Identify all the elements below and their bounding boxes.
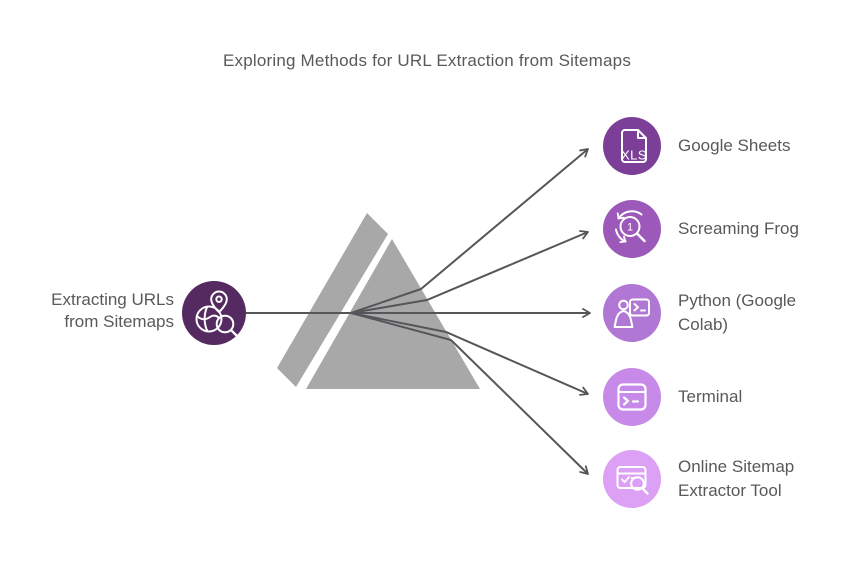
method-label-online-extractor: Online Sitemap Extractor Tool bbox=[678, 457, 795, 500]
screaming-frog-circle: 1 bbox=[603, 200, 661, 258]
method-label-terminal: Terminal bbox=[678, 387, 743, 406]
svg-text:XLS: XLS bbox=[621, 148, 647, 163]
method-row-terminal: Terminal bbox=[603, 368, 830, 426]
method-label-python-colab: Python (Google Colab) bbox=[678, 291, 797, 334]
terminal-window-icon bbox=[617, 383, 647, 411]
ray-to-terminal bbox=[350, 312, 589, 396]
method-label-screaming-frog: Screaming Frog bbox=[678, 219, 799, 238]
prism bbox=[277, 213, 480, 389]
crawl-refresh-icon: 1 bbox=[615, 210, 646, 243]
source-circle bbox=[182, 281, 246, 345]
browser-search-icon bbox=[616, 466, 649, 495]
method-row-google-sheets: XLS Google Sheets bbox=[603, 117, 830, 175]
presenter-code-icon bbox=[613, 298, 650, 328]
online-extractor-circle bbox=[603, 450, 661, 508]
ray-to-screaming-frog bbox=[350, 230, 589, 314]
globe-search-icon bbox=[195, 290, 239, 338]
google-sheets-circle: XLS bbox=[603, 117, 661, 175]
prism-light-strip bbox=[277, 213, 388, 387]
rays bbox=[246, 148, 591, 475]
source-label: Extracting URLs from Sitemaps bbox=[6, 289, 174, 333]
page-title: Exploring Methods for URL Extraction fro… bbox=[222, 51, 632, 70]
svg-text:1: 1 bbox=[627, 222, 633, 234]
terminal-circle bbox=[603, 368, 661, 426]
xls-file-icon: XLS bbox=[621, 129, 647, 163]
method-row-python-colab: Python (Google Colab) bbox=[603, 284, 830, 342]
source-label-line1: Extracting URLs bbox=[51, 290, 174, 309]
method-row-online-extractor: Online Sitemap Extractor Tool bbox=[603, 450, 830, 508]
method-row-screaming-frog: 1 Screaming Frog bbox=[603, 200, 830, 258]
ray-to-online-extractor bbox=[350, 312, 589, 475]
source-label-line2: from Sitemaps bbox=[64, 312, 174, 331]
ray-to-google-sheets bbox=[350, 148, 589, 314]
python-colab-circle bbox=[603, 284, 661, 342]
method-label-google-sheets: Google Sheets bbox=[678, 136, 791, 155]
